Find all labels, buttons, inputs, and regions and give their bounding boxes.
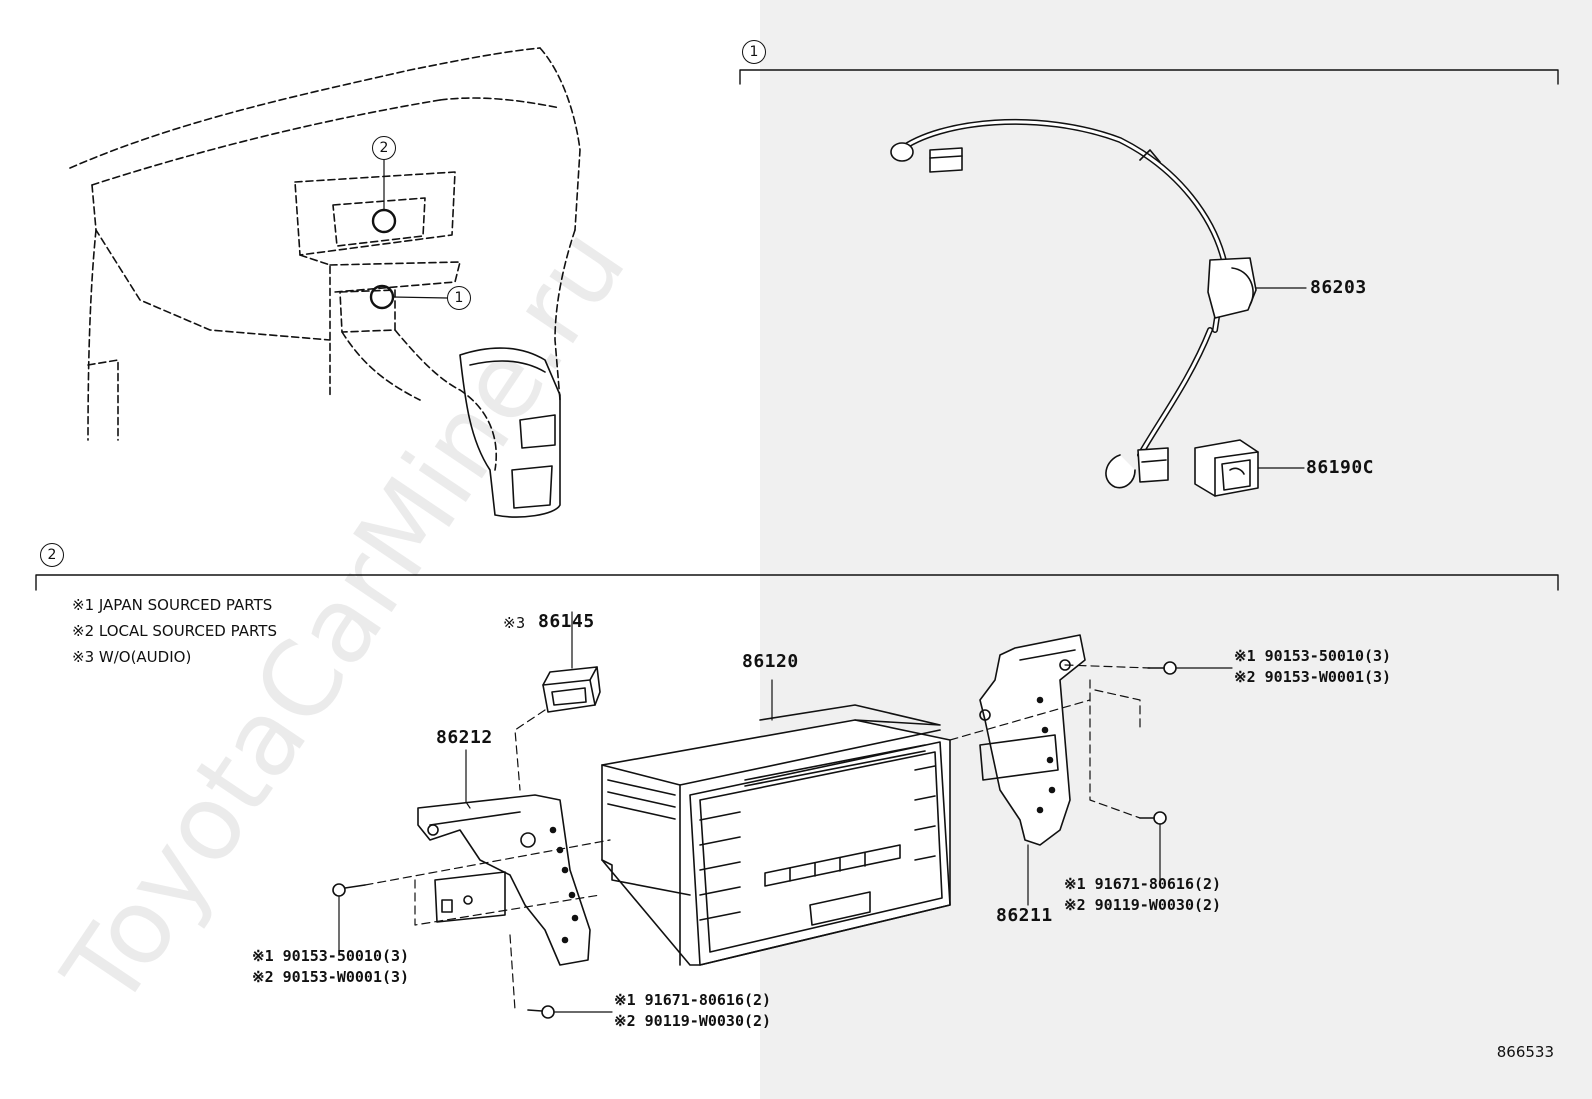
fastener-label-bottom: ※1 91671-80616(2) ※2 90119-W0030(2)	[614, 990, 771, 1032]
fastener-label-mid-right: ※1 91671-80616(2) ※2 90119-W0030(2)	[1064, 874, 1221, 916]
fastener-line: ※2 90119-W0030(2)	[1064, 896, 1222, 914]
callout-2-marker: 2	[372, 136, 396, 160]
section2-leaders	[338, 611, 1233, 1013]
part-86203-label: 86203	[1310, 277, 1367, 298]
section-1-callout: 1	[742, 40, 766, 64]
fastener-line: ※1 91671-80616(2)	[1064, 875, 1222, 893]
switch-86190c	[1194, 439, 1259, 497]
fastener-line: ※1 90153-50010(3)	[252, 947, 410, 965]
part-86120-label: 86120	[742, 651, 799, 672]
relay-86145	[542, 666, 601, 713]
fastener-line: ※2 90153-W0001(3)	[252, 968, 410, 986]
part-86190c-label: 86190C	[1306, 457, 1375, 478]
fastener-line: ※2 90119-W0030(2)	[614, 1012, 772, 1030]
part-86145-label: 86145	[538, 611, 595, 632]
section1-leaders	[1255, 287, 1307, 469]
bracket-86212	[417, 794, 591, 966]
diagram-id: 866533	[1496, 1043, 1554, 1061]
section-2-callout: 2	[40, 543, 64, 567]
assembly-dashed-lines	[364, 664, 1151, 1011]
bolts	[332, 661, 1177, 1019]
part-86212-label: 86212	[436, 727, 493, 748]
part-86145-prefix: ※3	[503, 614, 526, 632]
note-without-audio: ※3 W/O(AUDIO)	[72, 648, 192, 666]
fastener-label-left: ※1 90153-50010(3) ※2 90153-W0001(3)	[252, 946, 409, 988]
wire-harness	[890, 118, 1257, 489]
center-console	[459, 347, 561, 518]
part-86211-label: 86211	[996, 905, 1053, 926]
note-local-sourced: ※2 LOCAL SOURCED PARTS	[72, 622, 277, 640]
note-japan-sourced: ※1 JAPAN SOURCED PARTS	[72, 596, 273, 614]
callout-1-marker: 1	[447, 286, 471, 310]
location-leaders	[383, 159, 448, 299]
fastener-line: ※1 91671-80616(2)	[614, 991, 772, 1009]
fastener-label-top-right: ※1 90153-50010(3) ※2 90153-W0001(3)	[1234, 646, 1391, 688]
bracket-86211	[979, 634, 1086, 846]
fastener-line: ※1 90153-50010(3)	[1234, 647, 1392, 665]
section-brackets	[35, 69, 1559, 591]
dashboard-outline	[69, 47, 581, 471]
radio-receiver	[601, 704, 951, 966]
location-markers	[369, 208, 397, 310]
fastener-line: ※2 90153-W0001(3)	[1234, 668, 1392, 686]
notes-list: ※1 JAPAN SOURCED PARTS ※2 LOCAL SOURCED …	[72, 592, 277, 670]
